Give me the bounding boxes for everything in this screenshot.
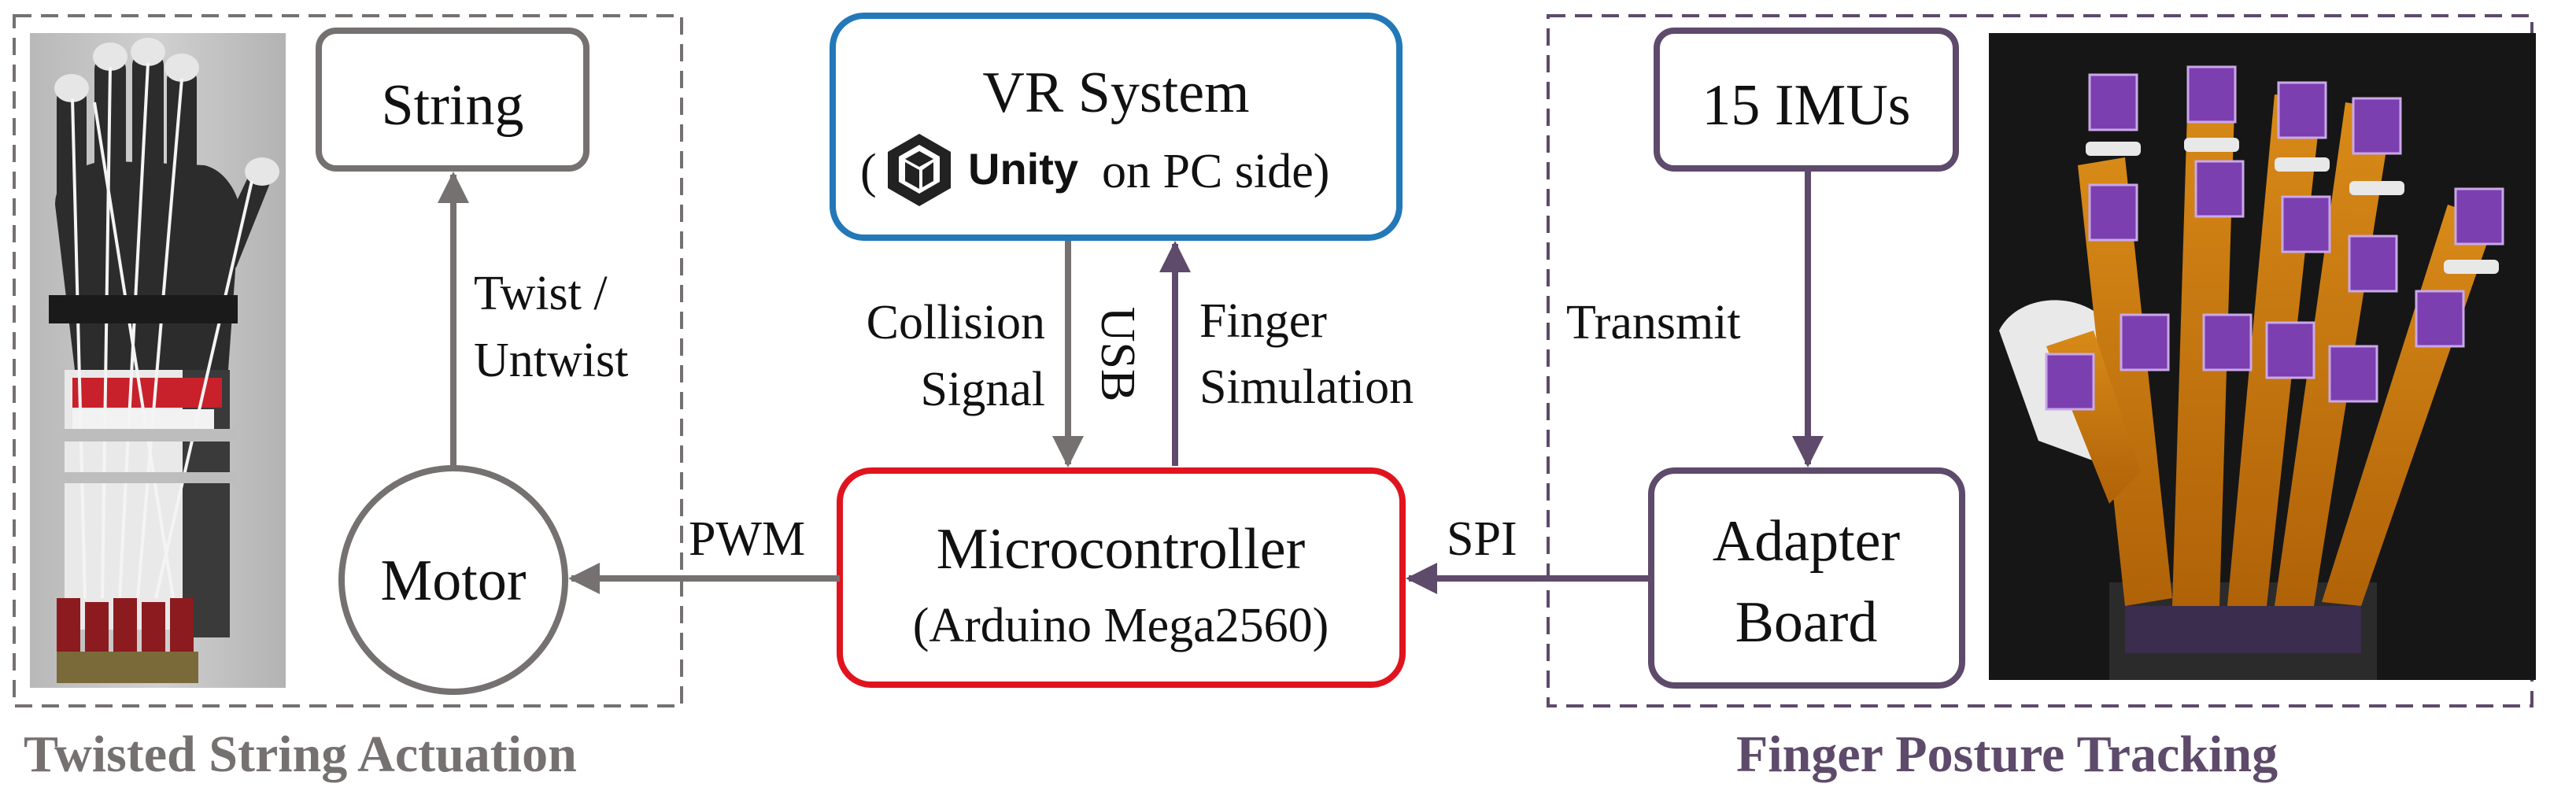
vr-system-subtitle: on PC side) [1102,145,1329,198]
twisted-string-section-title: Twisted String Actuation [24,726,577,783]
microcontroller-subtitle: (Arduino Mega2560) [913,599,1329,652]
imus-node [1654,28,1959,172]
string-label: String [382,73,524,138]
collision-label-line1: Collision [867,296,1045,349]
usb-label: USB [1091,307,1144,402]
imus-label: 15 IMUs [1702,73,1910,138]
spi-label: SPI [1447,512,1517,566]
imu-glove-photo [1989,33,2536,680]
finger-posture-section-title: Finger Posture Tracking [1736,726,2278,783]
string-node [316,28,589,172]
finger-sim-label-line2: Simulation [1199,360,1414,414]
vr-system-title: VR System [982,61,1249,125]
vr-system-paren-open: ( [860,145,877,198]
twisted-string-section-frame [13,14,683,707]
twist-label-line1: Twist / [474,267,608,320]
unity-wordmark: Unity [968,144,1078,194]
transmit-label: Transmit [1566,296,1741,349]
collision-label-line2: Signal [921,363,1045,416]
adapter-board-label-line2: Board [1735,590,1878,655]
finger-sim-label-line1: Finger [1199,294,1327,348]
adapter-board-label-line1: Adapter [1713,509,1900,574]
pwm-label: PWM [689,512,805,566]
motor-label: Motor [381,549,527,613]
finger-posture-section-frame [1547,14,2533,707]
vr-system-node [830,13,1403,241]
unity-logo-icon [888,134,951,206]
twisted-string-glove-photo [30,33,286,688]
twist-label-line2: Untwist [474,334,628,387]
microcontroller-title: Microcontroller [937,517,1306,582]
